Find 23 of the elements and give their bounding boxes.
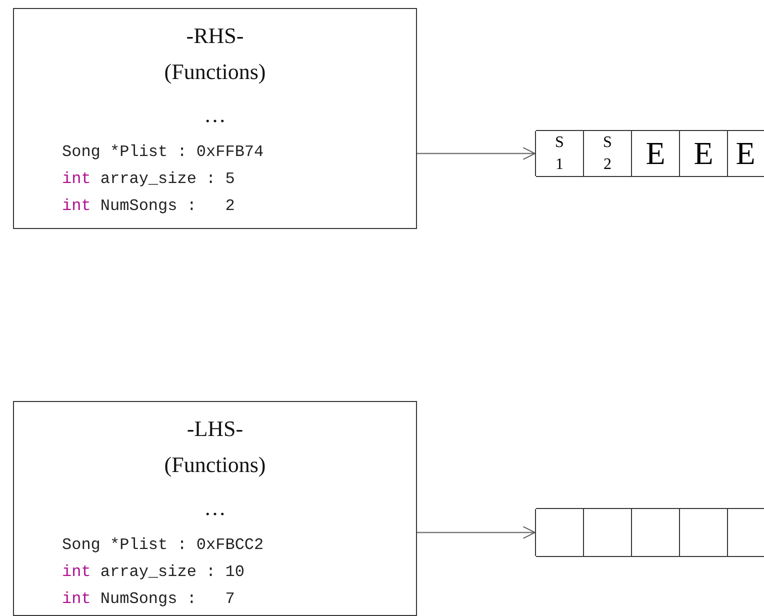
heading: -RHS-: [185, 23, 245, 49]
pointer-arrow: [417, 526, 536, 539]
heading: -LHS-: [186, 416, 244, 442]
ellipsis: …: [203, 102, 227, 128]
code-line: int array_size : 5: [62, 170, 235, 188]
code-line: int NumSongs : 7: [62, 590, 235, 608]
cell-text: S 1: [555, 132, 564, 174]
memory-box: [13, 8, 417, 229]
array-bar: [536, 130, 764, 177]
subheading: (Functions): [163, 59, 267, 85]
cell-text: E: [646, 135, 666, 172]
code-line: Song *Plist : 0xFBCC2: [62, 536, 264, 554]
cell-text: E: [736, 135, 756, 172]
memory-box: [13, 401, 417, 616]
code-line: Song *Plist : 0xFFB74: [62, 143, 264, 161]
pointer-arrow: [417, 147, 536, 160]
subheading: (Functions): [163, 452, 267, 478]
code-line: int array_size : 10: [62, 563, 244, 581]
code-line: int NumSongs : 2: [62, 197, 235, 215]
array-bar: [536, 508, 764, 557]
ellipsis: …: [203, 495, 227, 521]
cell-text: E: [694, 135, 714, 172]
cell-text: S 2: [603, 132, 612, 174]
